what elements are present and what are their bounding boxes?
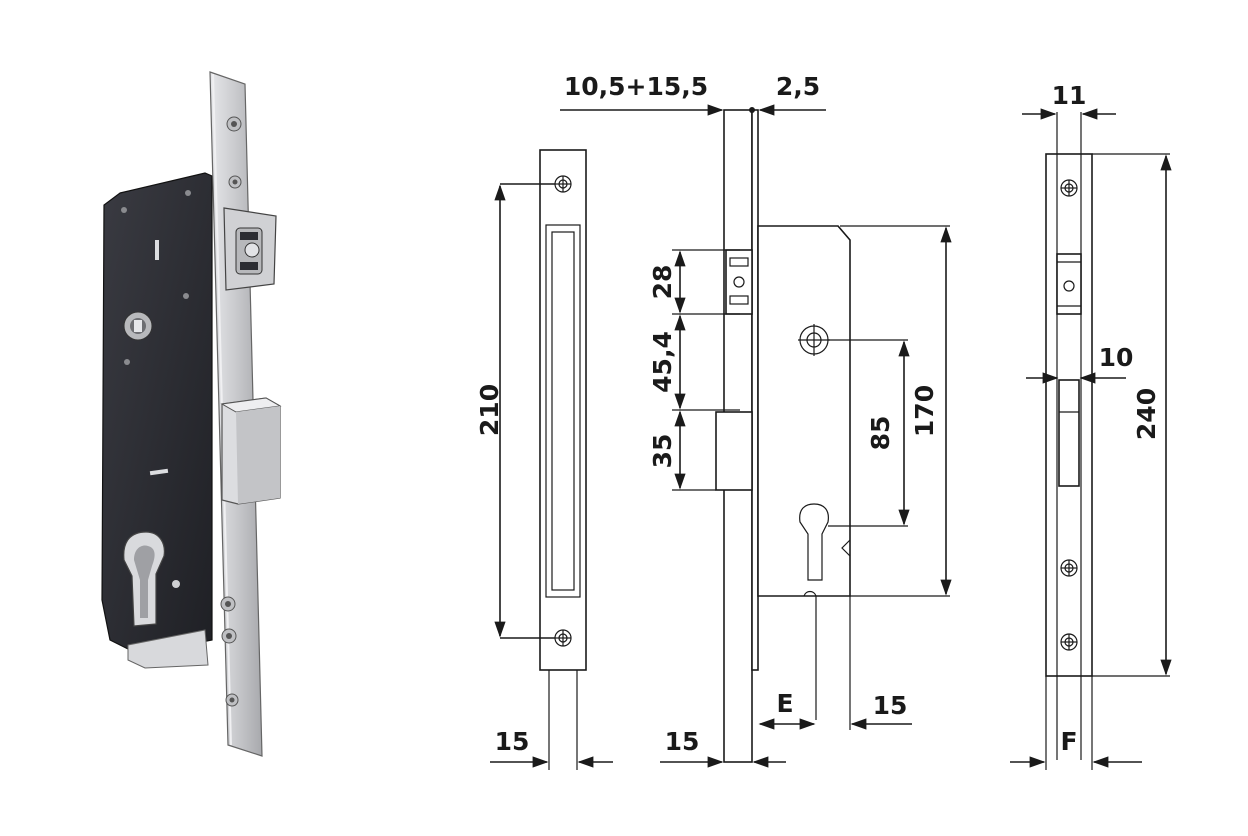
right-view: 11 10 240 F xyxy=(1010,81,1172,770)
dim-plate-height: 240 xyxy=(1132,388,1161,440)
dim-latch-to-bolt: 45,4 xyxy=(648,331,677,393)
handle-follower xyxy=(123,311,153,341)
front-view: 210 15 xyxy=(475,149,613,770)
dim-faceplate-thickness: 2,5 xyxy=(776,72,820,101)
dim-hole-spacing: 210 xyxy=(475,384,504,436)
dim-case-offset: 15 xyxy=(873,691,908,720)
right-screw-icon xyxy=(1060,633,1078,651)
dim-front-width: 15 xyxy=(495,727,530,756)
dim-backset-range: 10,5+15,5 xyxy=(564,72,708,101)
side-view: 10,5+15,5 2,5 28 45,4 35 85 170 15 E 15 xyxy=(560,72,952,768)
faceplate-screw-icon xyxy=(225,693,239,707)
dim-case-height: 170 xyxy=(910,385,939,437)
dim-bolt-width: 10 xyxy=(1099,343,1134,372)
dim-top-width: 11 xyxy=(1052,81,1087,110)
front-faceplate-outline xyxy=(539,149,587,671)
dim-bottom-f: F xyxy=(1060,727,1077,756)
right-latch xyxy=(1056,253,1082,315)
right-screw-icon xyxy=(1060,179,1078,197)
dim-faceplate-width: 15 xyxy=(665,727,700,756)
front-top-screw-icon xyxy=(554,175,572,193)
deadbolt xyxy=(220,397,282,505)
faceplate-screw-icon xyxy=(226,116,242,132)
lock-illustration xyxy=(101,71,282,757)
dim-backset-e: E xyxy=(776,689,793,718)
faceplate-screw-icon xyxy=(220,596,236,612)
side-case-outline xyxy=(757,225,851,597)
cylinder-cutout xyxy=(123,531,165,627)
dim-bolt-height: 35 xyxy=(648,434,677,469)
dim-handle-to-cylinder: 85 xyxy=(866,416,895,451)
front-bottom-screw-icon xyxy=(554,629,572,647)
dim-latch-height: 28 xyxy=(648,265,677,300)
faceplate-screw-icon xyxy=(228,175,242,189)
side-cylinder-hole xyxy=(799,503,829,581)
side-latch xyxy=(725,249,753,315)
faceplate-screw-icon xyxy=(221,628,237,644)
latch xyxy=(223,207,277,291)
right-bolt xyxy=(1058,379,1080,487)
right-screw-icon xyxy=(1060,559,1078,577)
